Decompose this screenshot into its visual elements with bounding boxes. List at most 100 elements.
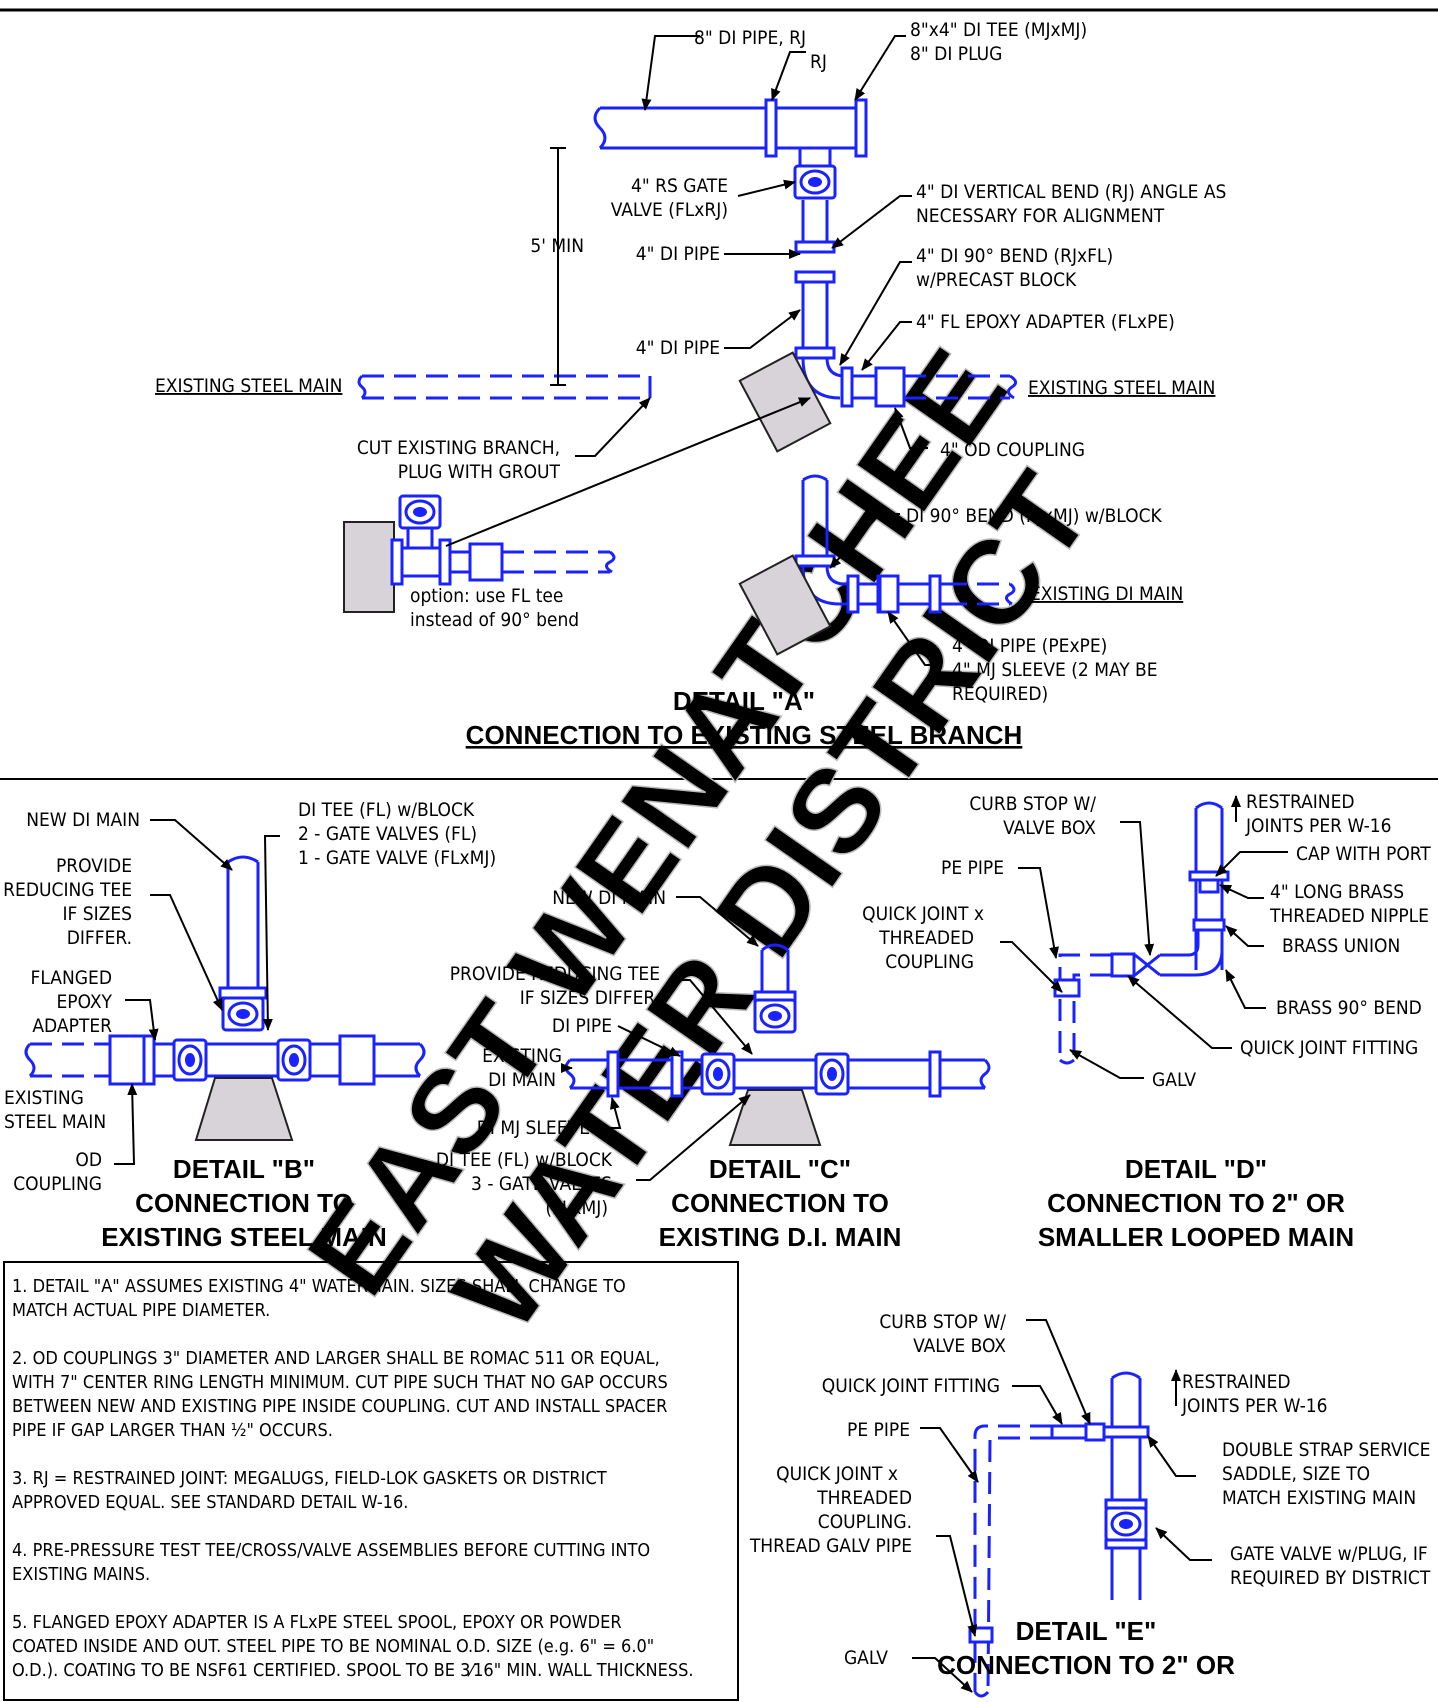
pe-pipe-e	[973, 1424, 1052, 1693]
label-tee-line2: 8" DI PLUG	[910, 43, 1002, 65]
option-coupling	[468, 542, 504, 582]
label-b-existing-line1: EXISTING	[4, 1087, 84, 1109]
label-e-restrained-line2: JOINTS PER W-16	[1181, 1395, 1328, 1417]
label-gate-line2: VALVE (FLxRJ)	[611, 199, 728, 221]
label-e-qj-line2: THREADED	[816, 1487, 912, 1509]
main-e	[1110, 1378, 1142, 1600]
label-b-od-line2: COUPLING	[13, 1173, 102, 1195]
block-option	[343, 521, 395, 613]
gate-valve-c-right	[814, 1052, 850, 1096]
thrust-block-c	[728, 1089, 822, 1146]
note-5a: 5. FLANGED EPOXY ADAPTER IS A FLxPE STEE…	[12, 1612, 622, 1633]
label-e-qj-line3: COUPLING.	[818, 1511, 912, 1533]
label-d-galv: GALV	[1152, 1069, 1196, 1091]
option-tee	[400, 546, 440, 578]
gate-valve-a	[793, 164, 837, 200]
label-b-new-di: NEW DI MAIN	[26, 809, 140, 831]
pipe-break	[1007, 374, 1017, 400]
label-b-reduce-line4: DIFFER.	[67, 927, 132, 949]
detail-b: NEW DI MAIN DI TEE (FL) w/BLOCK 2 - GATE…	[3, 799, 496, 1252]
label-b-tee-line2: 2 - GATE VALVES (FL)	[298, 823, 477, 845]
coupling	[874, 366, 906, 408]
pipe-8in	[600, 106, 770, 150]
label-di-bend90: DI 90° BEND (RJxMJ) w/BLOCK	[906, 505, 1163, 527]
label-e-qj-fitting: QUICK JOINT FITTING	[822, 1375, 1000, 1397]
label-b-flanged-line2: EPOXY	[57, 991, 113, 1013]
detail-a-title: DETAIL "A"	[673, 686, 815, 716]
detail-c-subtitle1: CONNECTION TO	[671, 1188, 889, 1218]
label-b-reduce-line1: PROVIDE	[56, 855, 132, 877]
note-4b: EXISTING MAINS.	[12, 1564, 150, 1585]
label-tee-line1: 8"x4" DI TEE (MJxMJ)	[910, 19, 1087, 41]
gate-valve-c-left	[700, 1052, 736, 1096]
label-b-existing-line2: STEEL MAIN	[4, 1111, 106, 1133]
note-2c: BETWEEN NEW AND EXISTING PIPE INSIDE COU…	[12, 1396, 667, 1417]
label-c-reduce-line1: PROVIDE REDUCING TEE	[450, 963, 660, 985]
label-c-existing-line2: DI MAIN	[488, 1069, 556, 1091]
detail-d-subtitle2: SMALLER LOOPED MAIN	[1038, 1222, 1354, 1252]
plug	[854, 98, 868, 158]
label-d-qj-line2: THREADED	[878, 927, 974, 949]
detail-c-subtitle2: EXISTING D.I. MAIN	[659, 1222, 902, 1252]
label-b-tee-line1: DI TEE (FL) w/BLOCK	[298, 799, 475, 821]
label-d-nipple-line2: THREADED NIPPLE	[1269, 905, 1429, 927]
detail-c-title: DETAIL "C"	[709, 1154, 851, 1184]
note-4a: 4. PRE-PRESSURE TEST TEE/CROSS/VALVE ASS…	[12, 1540, 650, 1561]
label-b-flanged-line3: ADAPTER	[32, 1015, 112, 1037]
label-c-mj-sleeve: DI MJ SLEEVE	[477, 1117, 590, 1139]
label-c-di-pipe: DI PIPE	[552, 1015, 612, 1037]
detail-e: CURB STOP W/ VALVE BOX QUICK JOINT FITTI…	[749, 1311, 1431, 1698]
label-d-curb-line2: VALVE BOX	[1003, 817, 1096, 839]
note-3b: APPROVED EQUAL. SEE STANDARD DETAIL W-16…	[12, 1492, 408, 1513]
label-b-reduce-line2: REDUCING TEE	[3, 879, 132, 901]
label-b-reduce-line3: IF SIZES	[62, 903, 132, 925]
joint	[794, 240, 836, 254]
joint	[794, 270, 836, 284]
label-5ft-min: 5' MIN	[530, 235, 584, 257]
option-valve	[398, 494, 442, 530]
label-e-pe-pipe: PE PIPE	[847, 1419, 910, 1441]
label-c-existing-line1: EXISTING	[482, 1045, 562, 1067]
gate-valve-b-top	[221, 996, 265, 1032]
label-d-qj-line3: COUPLING	[885, 951, 974, 973]
thrust-block-b	[194, 1077, 294, 1141]
notes-border	[3, 1261, 739, 1701]
epoxy-adapter	[852, 374, 876, 400]
label-option-line2: instead of 90° bend	[410, 609, 579, 631]
label-d-restrained-line1: RESTRAINED	[1246, 791, 1355, 813]
detail-b-title: DETAIL "B"	[173, 1154, 315, 1184]
pe-pipe-d	[1058, 953, 1112, 1060]
note-5b: COATED INSIDE AND OUT. STEEL PIPE TO BE …	[12, 1636, 654, 1657]
curb-stop-d	[1134, 953, 1161, 977]
brass-bend-d	[1160, 930, 1224, 977]
label-e-galv: GALV	[844, 1647, 888, 1669]
label-e-saddle-line3: MATCH EXISTING MAIN	[1222, 1487, 1416, 1509]
tee-body	[776, 106, 856, 150]
label-d-cap: CAP WITH PORT	[1296, 843, 1431, 865]
label-d-union: BRASS UNION	[1282, 935, 1400, 957]
label-pepe-line2: 4" MJ SLEEVE (2 MAY BE	[952, 659, 1158, 681]
label-epoxy-adapter: 4" FL EPOXY ADAPTER (FLxPE)	[916, 311, 1175, 333]
detail-a-subtitle: CONNECTION TO EXISTING STEEL BRANCH	[466, 720, 1023, 750]
detail-e-subtitle1: CONNECTION TO 2" OR	[937, 1650, 1235, 1680]
label-e-curb-line1: CURB STOP W/	[879, 1311, 1006, 1333]
curb-stop-e	[1084, 1422, 1106, 1442]
label-8in-pipe: 8" DI PIPE, RJ	[694, 27, 806, 49]
qj-fitting-e	[1050, 1424, 1088, 1440]
detail-b-subtitle1: CONNECTION TO	[135, 1188, 353, 1218]
label-cut-line1: CUT EXISTING BRANCH,	[357, 437, 560, 459]
label-4in-pipe-upper: 4" DI PIPE	[636, 243, 720, 265]
label-d-nipple-line1: 4" LONG BRASS	[1270, 881, 1404, 903]
qj-fitting-d	[1110, 952, 1136, 978]
label-e-gate-line1: GATE VALVE w/PLUG, IF	[1230, 1543, 1428, 1565]
label-b-flanged-line1: FLANGED	[31, 967, 112, 989]
label-existing-di: EXISTING DI MAIN	[1030, 583, 1183, 605]
note-1b: MATCH ACTUAL PIPE DIAMETER.	[12, 1300, 270, 1321]
mj-sleeve	[878, 574, 900, 614]
label-c-reduce-line2: IF SIZES DIFFER.	[520, 987, 660, 1009]
detail-c: NEW DI MAIN PROVIDE REDUCING TEE IF SIZE…	[436, 887, 991, 1252]
pipe-break	[357, 374, 367, 400]
new-di-main-b	[226, 862, 260, 1010]
label-e-saddle-line1: DOUBLE STRAP SERVICE	[1222, 1439, 1430, 1461]
mj-sleeve-c	[606, 1050, 620, 1098]
